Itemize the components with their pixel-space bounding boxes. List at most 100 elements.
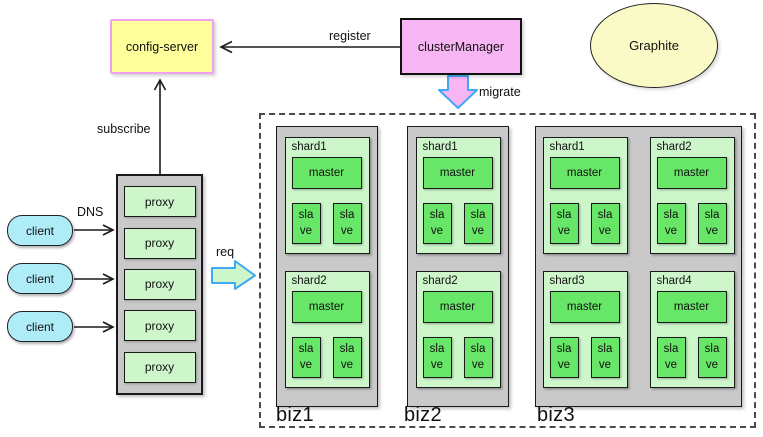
shard: shard4 master slave slave — [649, 271, 735, 388]
shard-name: shard1 — [291, 141, 327, 153]
register-label: register — [329, 29, 371, 43]
slave-label: slave — [704, 208, 720, 237]
slave-node: slave — [590, 203, 620, 244]
biz2-label: biz2 — [404, 404, 442, 426]
graphite-node: Graphite — [590, 3, 718, 88]
slave-label: slave — [597, 208, 613, 237]
slave-node: slave — [291, 203, 321, 244]
slave-label: slave — [339, 342, 355, 371]
shard: shard1 master slave slave — [284, 137, 370, 254]
proxy-label: proxy — [144, 360, 175, 375]
master-label: master — [439, 167, 476, 179]
master-label: master — [439, 301, 476, 313]
migrate-fat-arrow — [438, 75, 478, 109]
biz1-label: biz1 — [276, 404, 314, 426]
shard: shard2 master slave slave — [415, 271, 501, 388]
master-node: master — [549, 157, 620, 189]
slave-node: slave — [656, 203, 686, 244]
proxy-node: proxy — [123, 186, 196, 218]
subscribe-arrowhead — [153, 78, 167, 91]
shard-name: shard1 — [422, 141, 458, 153]
slave-node: slave — [463, 203, 493, 244]
shard-name: shard2 — [656, 141, 692, 153]
proxy-label: proxy — [144, 277, 175, 292]
master-node: master — [291, 157, 362, 189]
client-node: client — [7, 311, 73, 342]
proxy-node: proxy — [123, 351, 196, 383]
master-label: master — [566, 301, 603, 313]
master-node: master — [422, 157, 493, 189]
proxy-label: proxy — [144, 318, 175, 333]
req-fat-arrow — [211, 260, 256, 290]
slave-node: slave — [697, 337, 727, 378]
proxy-node: proxy — [123, 310, 196, 342]
graphite-label: Graphite — [629, 38, 679, 53]
migrate-label: migrate — [479, 85, 521, 99]
shard: shard2 master slave slave — [649, 137, 735, 254]
master-node: master — [291, 291, 362, 323]
master-label: master — [673, 167, 710, 179]
slave-node: slave — [422, 203, 452, 244]
req-label: req — [216, 245, 235, 259]
slave-label: slave — [556, 208, 572, 237]
slave-label: slave — [298, 342, 314, 371]
shard: shard1 master slave slave — [542, 137, 628, 254]
slave-label: slave — [597, 342, 613, 371]
subscribe-label: subscribe — [97, 122, 151, 136]
biz3-label: biz3 — [537, 404, 575, 426]
biz2-container: shard1 master slave slave shard2 master … — [407, 126, 509, 407]
slave-node: slave — [549, 337, 579, 378]
register-arrowhead — [219, 40, 233, 54]
biz1-container: shard1 master slave slave shard2 master … — [276, 126, 378, 407]
slave-label: slave — [298, 208, 314, 237]
master-label: master — [308, 301, 345, 313]
shard: shard2 master slave slave — [284, 271, 370, 388]
shard: shard1 master slave slave — [415, 137, 501, 254]
slave-node: slave — [549, 203, 579, 244]
master-label: master — [566, 167, 603, 179]
cluster-zone-dashed-border — [259, 113, 756, 428]
client-label: client — [25, 271, 54, 286]
slave-label: slave — [663, 208, 679, 237]
client1-arrowhead — [102, 224, 115, 236]
master-node: master — [656, 291, 727, 323]
slave-label: slave — [704, 342, 720, 371]
proxy-label: proxy — [144, 194, 175, 209]
shard-name: shard2 — [422, 275, 458, 287]
master-node: master — [549, 291, 620, 323]
master-node: master — [656, 157, 727, 189]
client3-arrowhead — [102, 321, 115, 333]
slave-node: slave — [332, 203, 362, 244]
biz3-container: shard1 master slave slave shard2 master … — [535, 126, 742, 407]
shard: shard3 master slave slave — [542, 271, 628, 388]
config-server-label: config-server — [125, 39, 199, 54]
slave-label: slave — [470, 208, 486, 237]
shard-name: shard3 — [549, 275, 585, 287]
slave-label: slave — [556, 342, 572, 371]
slave-node: slave — [463, 337, 493, 378]
slave-label: slave — [429, 208, 445, 237]
client-node: client — [7, 215, 73, 246]
slave-node: slave — [422, 337, 452, 378]
proxy-node: proxy — [123, 268, 196, 300]
dns-label: DNS — [77, 205, 104, 219]
proxy-label: proxy — [144, 236, 175, 251]
master-label: master — [308, 167, 345, 179]
cluster-manager-node: clusterManager — [400, 18, 522, 75]
slave-node: slave — [291, 337, 321, 378]
slave-node: slave — [697, 203, 727, 244]
slave-node: slave — [656, 337, 686, 378]
slave-label: slave — [663, 342, 679, 371]
proxy-stack-container: proxy proxy proxy proxy proxy — [116, 174, 203, 395]
shard-name: shard4 — [656, 275, 692, 287]
proxy-node: proxy — [123, 227, 196, 259]
slave-label: slave — [429, 342, 445, 371]
slave-label: slave — [470, 342, 486, 371]
client-node: client — [7, 263, 73, 294]
slave-node: slave — [332, 337, 362, 378]
master-node: master — [422, 291, 493, 323]
slave-label: slave — [339, 208, 355, 237]
slave-node: slave — [590, 337, 620, 378]
client-label: client — [25, 319, 54, 334]
